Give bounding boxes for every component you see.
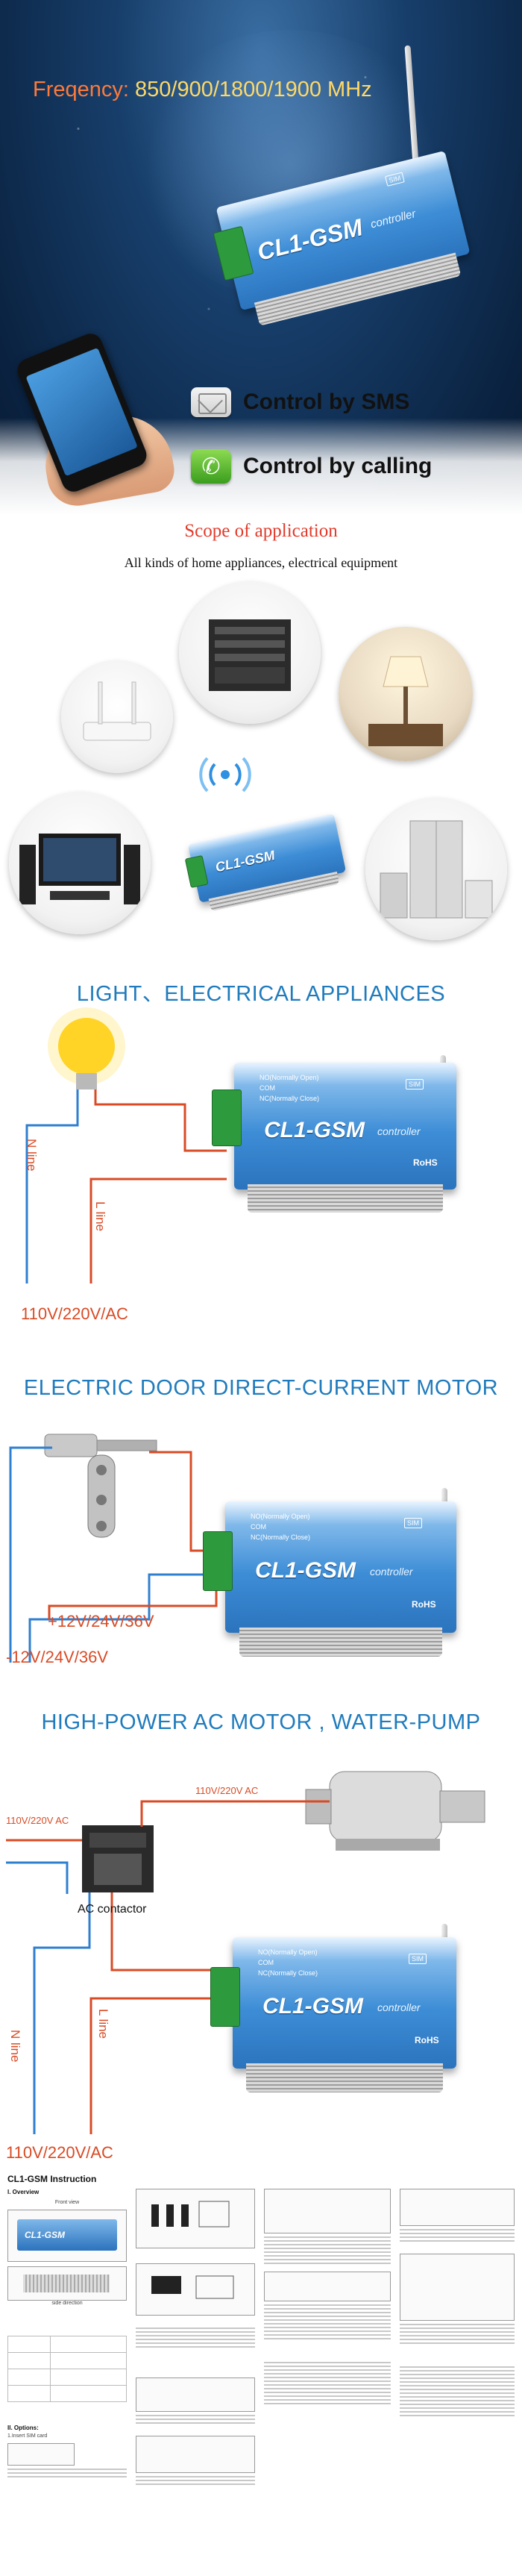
contactor-icon xyxy=(82,1825,154,1892)
sms-example-image xyxy=(264,2272,391,2301)
power-supply-image xyxy=(136,2378,255,2412)
instruction-column-2 xyxy=(136,2174,255,2569)
top-voltage-label: 110V/220V AC xyxy=(195,1785,259,1796)
options-heading: II. Options: xyxy=(7,2425,39,2431)
phone-call-icon: ✆ xyxy=(191,449,231,484)
connection-image xyxy=(136,2436,255,2473)
light-voltage: 110V/220V/AC xyxy=(21,1304,128,1323)
instruction-column-4 xyxy=(400,2174,515,2569)
side-view-image xyxy=(7,2266,127,2301)
phone-screen-image xyxy=(264,2189,391,2233)
message-icon xyxy=(191,387,231,417)
sim-image xyxy=(7,2443,75,2466)
pump-n-line-label: N line xyxy=(8,2030,22,2063)
terminal-block xyxy=(203,1531,233,1591)
l-line-label: L line xyxy=(93,1201,107,1232)
pump-device: NO(Normally Open) COM NC(Normally Close)… xyxy=(210,1924,456,2092)
insert-sim-caption: 1.Insert SIM card xyxy=(7,2433,48,2439)
instruction-title: CL1-GSM Instruction xyxy=(7,2174,97,2184)
overview-heading: I. Overview xyxy=(7,2189,40,2195)
router-bubble xyxy=(61,661,173,773)
door-motor-icon xyxy=(44,1434,157,1538)
server-bubble xyxy=(179,582,321,724)
light-title: LIGHT、ELECTRICAL APPLIANCES xyxy=(76,982,446,1006)
scope-subtitle: All kinds of home appliances, electrical… xyxy=(124,555,398,570)
scope-title: Scope of application xyxy=(184,521,338,541)
server-icon xyxy=(209,619,291,691)
contactor-label: AC contactor xyxy=(78,1903,147,1916)
tv-icon xyxy=(19,834,140,904)
instruction-column-1: CL1-GSM Instruction I. Overview Front vi… xyxy=(7,2174,127,2569)
door-device-name: CL1-GSM xyxy=(255,1558,356,1583)
side-view-caption: side direction xyxy=(51,2301,83,2306)
front-view-caption: Front view xyxy=(54,2200,80,2205)
pump-section: HIGH-POWER AC MOTOR , WATER-PUMP 110V/22… xyxy=(0,1701,522,2168)
door-wiring xyxy=(9,1434,224,1663)
sms-feature-text: Control by SMS xyxy=(243,390,410,414)
pump-l-line-label: L line xyxy=(96,2009,110,2039)
sms-screens-image xyxy=(400,2254,515,2321)
door-device: NO(Normally Open) COM NC(Normally Close)… xyxy=(203,1488,456,1657)
call-feature: ✆ Control by calling xyxy=(191,449,432,484)
indicator-table xyxy=(7,2336,127,2402)
router-icon xyxy=(83,681,151,741)
scope-section: Scope of application All kinds of home a… xyxy=(0,515,522,955)
power-diagram xyxy=(136,2189,255,2248)
output-diagram xyxy=(136,2263,255,2316)
terminal-block xyxy=(210,1967,240,2027)
pump-title: HIGH-POWER AC MOTOR , WATER-PUMP xyxy=(41,1710,481,1734)
instruction-column-3 xyxy=(264,2174,391,2569)
pump-bottom-voltage: 110V/220V/AC xyxy=(6,2143,113,2162)
frequency-label: Freqency: xyxy=(33,78,129,101)
door-section: ELECTRIC DOOR DIRECT-CURRENT MOTOR +12V/… xyxy=(0,1343,522,1701)
scope-device: CL1-GSM xyxy=(184,813,347,912)
frequency-text: Freqency: 850/900/1800/1900 MHz xyxy=(33,78,372,102)
front-view-image: CL1-GSM xyxy=(7,2210,127,2262)
pump-device-name: CL1-GSM xyxy=(262,1994,363,2019)
dc-plus-label: +12V/24V/36V xyxy=(48,1612,154,1631)
sms-feature: Control by SMS xyxy=(191,385,409,419)
light-device: NO(Normally Open) COM NC(Normally Close)… xyxy=(212,1055,456,1213)
n-line-label: N line xyxy=(25,1139,39,1172)
light-section: LIGHT、ELECTRICAL APPLIANCES N line L lin… xyxy=(0,955,522,1343)
hero-banner: Freqency: 850/900/1800/1900 MHz CL1-GSM … xyxy=(0,0,522,515)
terminal-block xyxy=(212,1090,242,1146)
frequency-values: 850/900/1800/1900 MHz xyxy=(135,78,372,101)
ac-motor-icon xyxy=(305,1771,485,1851)
light-device-name: CL1-GSM xyxy=(264,1118,365,1142)
fridge-icon xyxy=(380,820,493,919)
instruction-sheet: CL1-GSM Instruction I. Overview Front vi… xyxy=(0,2168,522,2576)
button-image xyxy=(400,2189,515,2226)
bulb-icon xyxy=(48,1007,125,1090)
tv-bubble xyxy=(9,793,151,934)
call-feature-text: Control by calling xyxy=(243,454,433,478)
pump-wiring xyxy=(6,1771,485,2134)
lamp-bubble xyxy=(339,627,473,761)
left-voltage-label: 110V/220V AC xyxy=(6,1815,69,1826)
light-wiring xyxy=(25,1007,227,1284)
appliances-bubble xyxy=(365,798,507,940)
dc-minus-label: -12V/24V/36V xyxy=(6,1648,108,1666)
door-title: ELECTRIC DOOR DIRECT-CURRENT MOTOR xyxy=(23,1376,499,1400)
wifi-icon xyxy=(199,757,251,793)
lamp-icon xyxy=(368,656,443,746)
